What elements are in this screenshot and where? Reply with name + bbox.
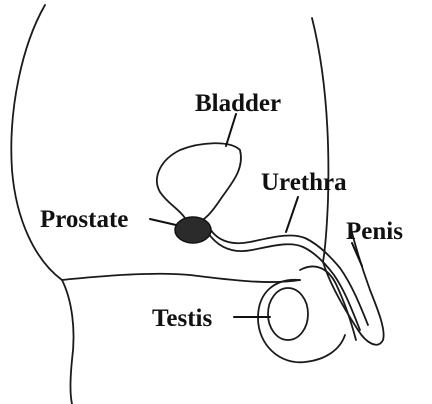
testis-shape — [268, 288, 308, 340]
groin-outline — [62, 274, 300, 282]
label-bladder: Bladder — [195, 90, 281, 117]
urethra-upper-line — [208, 225, 368, 325]
leader-bladder — [226, 114, 236, 146]
label-testis: Testis — [152, 305, 212, 332]
body-back-outline — [11, 5, 73, 404]
label-urethra: Urethra — [261, 169, 347, 196]
body-front-outline — [312, 18, 328, 262]
label-penis: Penis — [346, 218, 403, 245]
prostate-shape — [175, 217, 211, 243]
scrotum-shape — [258, 280, 345, 362]
bladder-shape — [157, 143, 241, 223]
leader-penis — [352, 243, 362, 266]
leader-prostate — [150, 219, 176, 225]
leader-urethra — [286, 197, 298, 232]
label-prostate: Prostate — [40, 206, 128, 233]
